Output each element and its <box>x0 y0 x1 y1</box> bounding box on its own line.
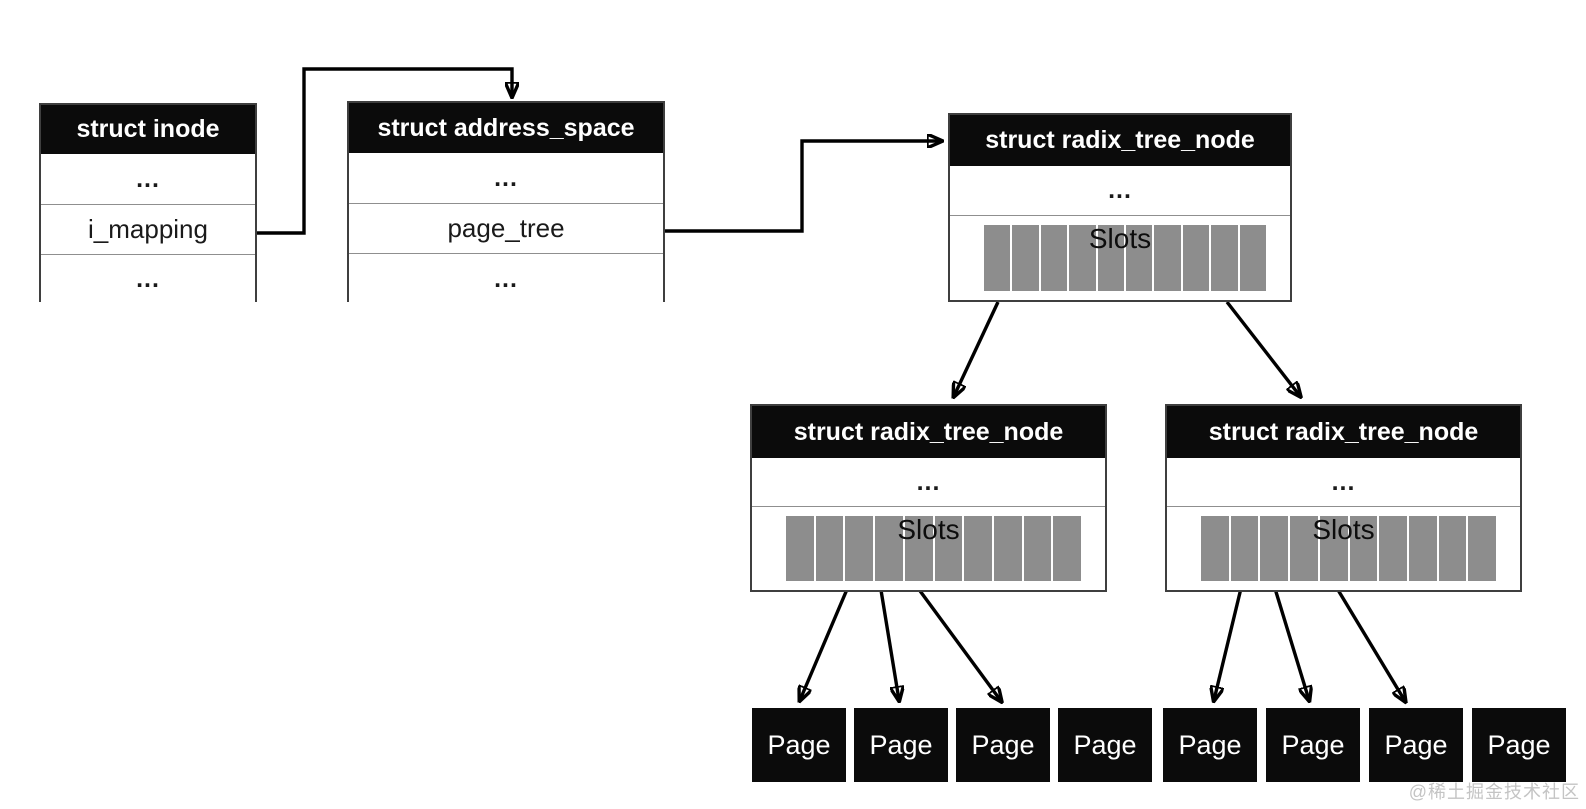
arrow-radix-top-to-right-child <box>1225 300 1300 396</box>
address-space-box: struct address_space ... page_tree ... <box>347 101 665 304</box>
slot-cell <box>1319 516 1348 581</box>
slot-cell <box>1260 516 1289 581</box>
arrow-right-slot-to-page-5 <box>1214 579 1245 700</box>
slot-cell <box>1040 225 1068 291</box>
address-space-row-dots-top: ... <box>349 153 663 203</box>
page-box-4: Page <box>1058 708 1152 782</box>
slot-cell <box>1239 225 1267 291</box>
radix-tree-node-top-box: struct radix_tree_node ... Slots <box>948 113 1292 302</box>
address-space-row-dots-bottom: ... <box>349 253 663 304</box>
radix-right-slots-strip <box>1201 516 1497 581</box>
slot-cell <box>815 516 844 581</box>
radix-tree-node-top-title: struct radix_tree_node <box>950 115 1290 166</box>
address-space-row-pagetree: page_tree <box>349 203 663 253</box>
slot-cell <box>964 516 992 581</box>
arrow-left-slot-to-page-1 <box>800 579 853 700</box>
page-box-5: Page <box>1163 708 1257 782</box>
slot-cell <box>934 516 963 581</box>
arrow-radix-top-to-left-child <box>954 301 1000 396</box>
slot-cell <box>1069 225 1096 291</box>
page-box-3: Page <box>956 708 1050 782</box>
slot-cell <box>1230 516 1259 581</box>
slot-cell <box>845 516 874 581</box>
slot-cell <box>786 516 814 581</box>
inode-row-dots-bottom: ... <box>41 254 255 304</box>
radix-right-slots-row: Slots <box>1167 506 1520 590</box>
watermark: @稀土掘金技术社区 <box>1408 782 1580 802</box>
slot-cell <box>1126 225 1153 291</box>
slot-cell <box>1182 225 1210 291</box>
page-box-1: Page <box>752 708 846 782</box>
slot-cell <box>993 516 1022 581</box>
inode-box: struct inode ... i_mapping ... <box>39 103 257 304</box>
page-box-7: Page <box>1369 708 1463 782</box>
address-space-title: struct address_space <box>349 103 663 153</box>
inode-row-imapping: i_mapping <box>41 204 255 254</box>
arrow-right-slot-to-page-7 <box>1330 579 1405 701</box>
slot-cell <box>1211 225 1238 291</box>
arrow-right-slot-to-page-6 <box>1271 581 1309 700</box>
slot-cell <box>1379 516 1407 581</box>
slot-cell <box>1438 516 1467 581</box>
radix-tree-node-right-title: struct radix_tree_node <box>1167 406 1520 458</box>
page-box-8: Page <box>1472 708 1566 782</box>
radix-top-row-dots: ... <box>950 166 1290 215</box>
slot-cell <box>1290 516 1318 581</box>
slot-cell <box>904 516 933 581</box>
slot-cell <box>875 516 903 581</box>
arrow-pagetree-to-radix-top <box>658 141 941 233</box>
slot-cell <box>984 225 1011 291</box>
slot-cell <box>1097 225 1125 291</box>
radix-tree-node-left-box: struct radix_tree_node ... Slots <box>750 404 1107 592</box>
slot-cell <box>1053 516 1082 581</box>
inode-title: struct inode <box>41 105 255 154</box>
radix-right-row-dots: ... <box>1167 458 1520 506</box>
slot-cell <box>1012 225 1039 291</box>
slot-cell <box>1154 225 1181 291</box>
radix-left-slots-strip <box>786 516 1082 581</box>
slot-cell <box>1468 516 1497 581</box>
radix-top-slots-row: Slots <box>950 215 1290 300</box>
radix-tree-node-right-box: struct radix_tree_node ... Slots <box>1165 404 1522 592</box>
page-box-2: Page <box>854 708 948 782</box>
arrow-left-slot-to-page-2 <box>878 583 899 700</box>
slot-cell <box>1349 516 1378 581</box>
radix-left-slots-row: Slots <box>752 506 1105 590</box>
arrow-left-slot-to-page-3 <box>910 578 1001 701</box>
radix-tree-node-left-title: struct radix_tree_node <box>752 406 1105 458</box>
slot-cell <box>1408 516 1437 581</box>
radix-left-row-dots: ... <box>752 458 1105 506</box>
slot-cell <box>1023 516 1052 581</box>
radix-top-slots-strip <box>984 225 1267 291</box>
page-box-6: Page <box>1266 708 1360 782</box>
inode-row-dots-top: ... <box>41 154 255 204</box>
slot-cell <box>1201 516 1229 581</box>
